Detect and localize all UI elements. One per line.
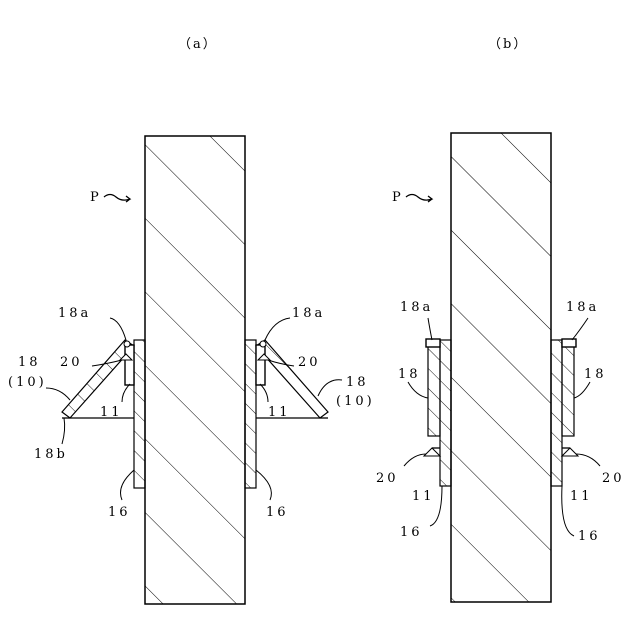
part-18-right-cap-b — [562, 339, 576, 347]
leader-18a-left-a — [110, 318, 126, 340]
panel-a: （a） P 18a 18a 2 — [8, 37, 375, 604]
label-18b-a: 18b — [34, 447, 68, 462]
clip-20-right-b — [562, 448, 578, 456]
caption-a: （a） — [178, 37, 218, 52]
caption-b: （b） — [488, 37, 528, 52]
post-b — [451, 133, 551, 602]
label-18-left-b: 18 — [398, 367, 421, 382]
label-11-left-b: 11 — [412, 489, 435, 504]
band-16-left-b — [440, 340, 451, 486]
label-p-b: P — [392, 190, 404, 205]
part-18-right-b — [562, 342, 574, 436]
part-18-left-cap-b — [426, 339, 440, 347]
leader-11-left-a — [122, 384, 130, 402]
label-16-right-a: 16 — [266, 505, 289, 520]
label-20-right-a: 20 — [298, 355, 321, 370]
leader-p-b — [406, 195, 432, 203]
leader-18-left-b — [408, 382, 428, 398]
label-20-left-b: 20 — [376, 471, 399, 486]
leader-18a-right-b — [572, 318, 588, 340]
leader-18b-a — [62, 418, 65, 444]
label-11-right-b: 11 — [570, 489, 593, 504]
label-20-left-a: 20 — [60, 355, 83, 370]
label-18a-right-b: 18a — [566, 300, 599, 315]
post-a — [145, 136, 245, 604]
label-20-right-b: 20 — [602, 471, 625, 486]
label-18a-left-b: 18a — [400, 300, 433, 315]
label-18a-left-a: 18a — [58, 306, 91, 321]
leader-20-left-b — [404, 454, 426, 466]
leader-18-right-b — [574, 382, 590, 398]
clip-20-left-b — [424, 448, 440, 456]
label-11-left-a: 11 — [100, 405, 123, 420]
leader-16-right-a — [256, 470, 271, 500]
label-18-left-a: 18 — [18, 355, 41, 370]
label-11-right-a: 11 — [268, 405, 291, 420]
label-p-a: P — [90, 190, 102, 205]
band-16-right-a — [245, 340, 256, 488]
label-16-right-b: 16 — [578, 529, 601, 544]
label-10-right-a: (10) — [336, 394, 375, 409]
part-18-left-b — [428, 342, 440, 436]
label-18-right-b: 18 — [584, 367, 607, 382]
leader-18-left-a — [46, 388, 70, 400]
label-16-left-b: 16 — [400, 525, 423, 540]
label-10-left-a: (10) — [8, 375, 47, 390]
cone-18-left-a — [62, 340, 134, 418]
band-16-left-a — [134, 340, 145, 488]
band-16-right-b — [551, 340, 562, 486]
leader-16-left-a — [121, 470, 135, 500]
label-16-left-a: 16 — [108, 505, 131, 520]
label-18a-right-a: 18a — [292, 306, 325, 321]
cone-18-right-a — [256, 340, 328, 418]
leader-p-a — [104, 195, 130, 203]
leader-20-right-b — [576, 454, 600, 466]
leader-18a-right-a — [265, 318, 290, 340]
label-18-right-a: 18 — [346, 375, 369, 390]
panel-b: （b） P 18a 18a 18 18 20 20 11 11 — [376, 37, 625, 602]
leader-11-right-a — [260, 384, 268, 402]
leader-18a-left-b — [428, 318, 432, 340]
